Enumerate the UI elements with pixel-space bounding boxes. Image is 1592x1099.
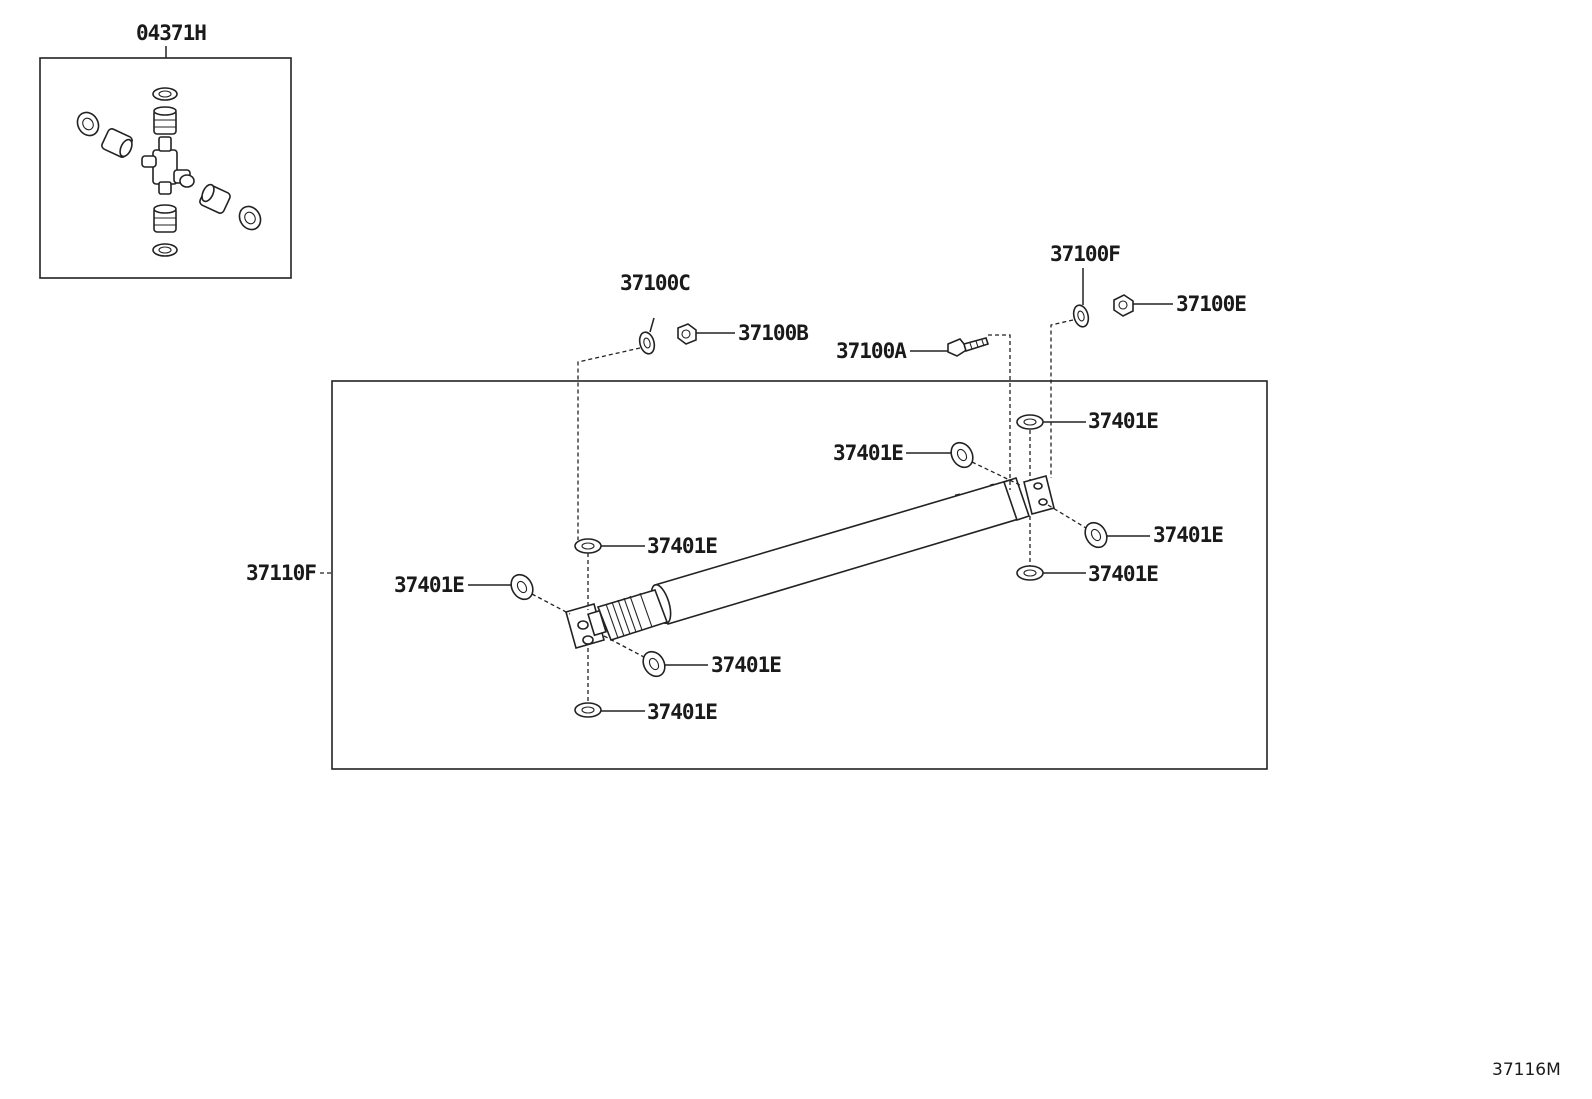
snap-ring-kit-left xyxy=(76,111,100,137)
snap-ring-37401e-8[interactable] xyxy=(574,702,602,718)
assembly-label[interactable]: 37110F xyxy=(246,561,317,585)
callout-37401e-6[interactable]: 37401E xyxy=(394,573,465,597)
snap-ring-37401e-2[interactable] xyxy=(1016,414,1044,430)
nut-37100b[interactable] xyxy=(677,323,697,345)
bearing-cup-right xyxy=(199,183,231,214)
callout-37401e-2[interactable]: 37401E xyxy=(1088,409,1159,433)
bearing-cup-top xyxy=(153,106,177,135)
propeller-shaft[interactable] xyxy=(565,475,1055,649)
callout-37401e-4[interactable]: 37401E xyxy=(1088,562,1159,586)
snap-ring-37401e-4[interactable] xyxy=(1016,565,1044,581)
snap-ring-37401e-5[interactable] xyxy=(574,538,602,554)
snap-ring-37401e-6[interactable] xyxy=(507,571,537,604)
bearing-cup-bottom xyxy=(153,204,177,233)
snap-ring-kit-bottom xyxy=(152,243,178,257)
washer-37100f[interactable] xyxy=(1071,304,1090,329)
washer-37100c[interactable] xyxy=(637,331,656,356)
spider-cross xyxy=(141,136,195,195)
callout-37100e[interactable]: 37100E xyxy=(1176,292,1247,316)
callout-37401e-8[interactable]: 37401E xyxy=(647,700,718,724)
kit-label[interactable]: 04371H xyxy=(136,21,207,45)
nut-37100e[interactable] xyxy=(1113,294,1134,317)
callout-37401e-1[interactable]: 37401E xyxy=(833,441,904,465)
callout-37100c[interactable]: 37100C xyxy=(620,271,691,295)
universal-joint-spider-kit[interactable] xyxy=(73,87,264,257)
diagram-id: 37116M xyxy=(1492,1060,1561,1080)
callout-37100f[interactable]: 37100F xyxy=(1050,242,1121,266)
callout-37401e-7[interactable]: 37401E xyxy=(711,653,782,677)
kit-box xyxy=(39,46,292,279)
callout-37100a[interactable]: 37100A xyxy=(836,339,907,363)
bearing-cup-left xyxy=(101,128,133,158)
callout-37401e-5[interactable]: 37401E xyxy=(647,534,718,558)
snap-ring-37401e-7[interactable] xyxy=(639,648,669,681)
assembly-box xyxy=(320,380,1268,770)
callout-37100b[interactable]: 37100B xyxy=(738,321,809,345)
snap-ring-kit-top xyxy=(152,87,178,101)
snap-ring-kit-right xyxy=(238,205,262,231)
snap-ring-37401e-3[interactable] xyxy=(1081,519,1111,552)
snap-ring-37401e-1[interactable] xyxy=(947,439,977,472)
bolt-37100a[interactable] xyxy=(947,337,990,357)
callout-37401e-3[interactable]: 37401E xyxy=(1153,523,1224,547)
